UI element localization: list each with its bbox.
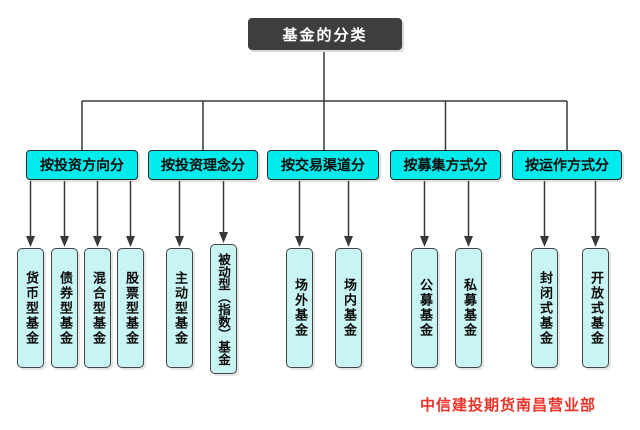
node-by-investment-direction: 按投资方向分: [26, 150, 138, 180]
node-by-operation-mode: 按运作方式分: [512, 150, 622, 180]
node-active-fund: 主动型基金: [166, 248, 193, 368]
node-public-offering-fund: 公募基金: [411, 248, 438, 368]
arrowhead-icons: [26, 232, 600, 247]
node-passive-index-fund: 被动型（指数）基金: [210, 244, 237, 374]
node-by-trading-channel: 按交易渠道分: [267, 150, 379, 180]
node-by-investment-philosophy: 按投资理念分: [148, 150, 258, 180]
node-exchange-fund: 场内基金: [335, 248, 362, 368]
node-hybrid-fund: 混合型基金: [84, 248, 111, 368]
root-node-fund-classification: 基金的分类: [248, 18, 402, 50]
watermark-text: 中信建投期货南昌营业部: [420, 396, 597, 414]
node-otc-fund: 场外基金: [286, 248, 313, 368]
node-by-fundraising-method: 按募集方式分: [390, 150, 501, 180]
node-private-offering-fund: 私募基金: [455, 248, 482, 368]
node-money-fund: 货币型基金: [17, 248, 44, 368]
node-bond-fund: 债券型基金: [51, 248, 78, 368]
node-closed-end-fund: 封闭式基金: [531, 248, 558, 368]
node-stock-fund: 股票型基金: [117, 248, 144, 368]
node-open-end-fund: 开放式基金: [582, 248, 609, 368]
